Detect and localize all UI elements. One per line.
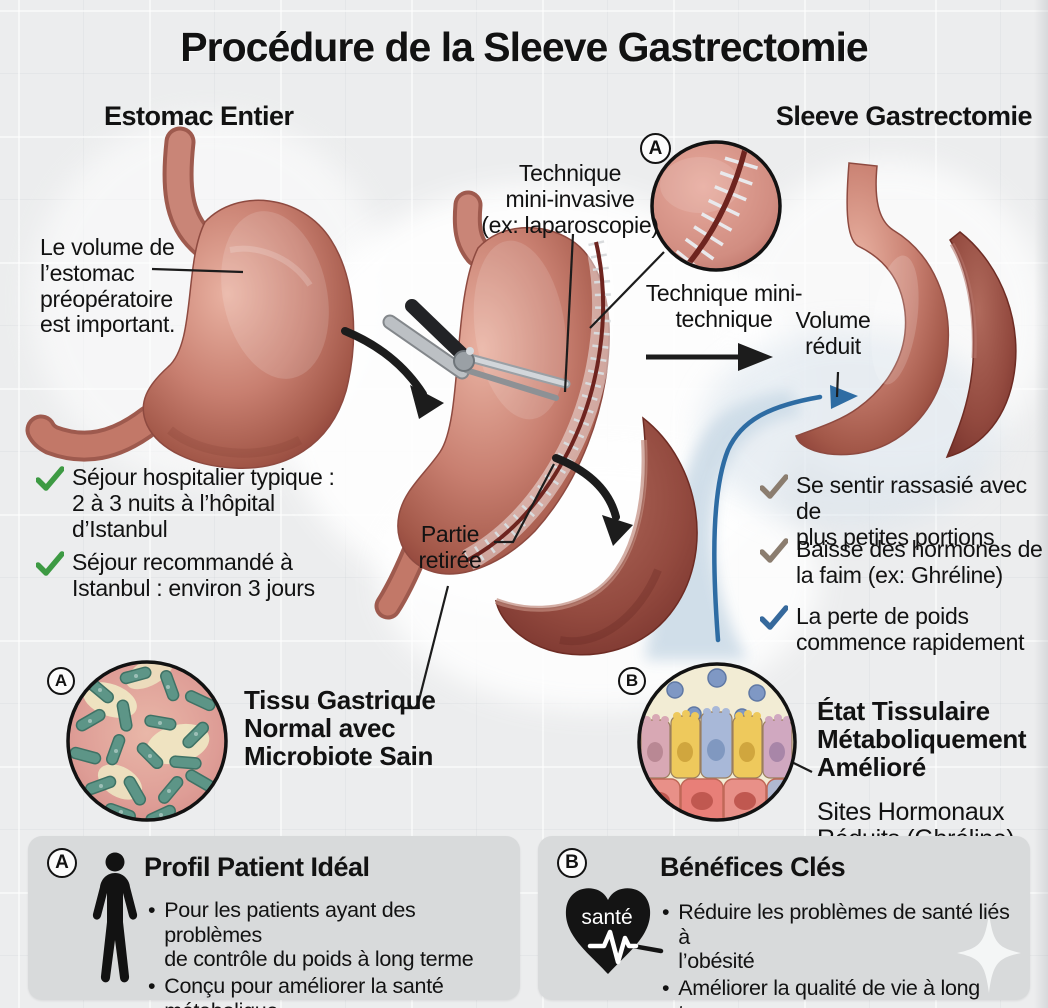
panel-title: Bénéfices Clés <box>660 852 846 882</box>
checklist-text: Séjour recommandé à Istanbul : environ 3… <box>72 549 315 601</box>
arrow-left-to-middle-icon <box>341 327 427 398</box>
marker-a-badge: A <box>640 133 671 164</box>
stapled-stomach-illustration <box>374 190 614 620</box>
surgical-stapler-icon <box>382 299 571 401</box>
marker-b-badge: B <box>618 667 646 695</box>
bullet-text: Conçu pour améliorer la santé métaboliqu… <box>164 974 444 1008</box>
leader-lines <box>151 233 840 773</box>
edge-shade <box>1034 0 1048 1008</box>
list-item: • Pour les patients ayant des problèmes … <box>148 898 514 972</box>
check-icon <box>760 605 788 630</box>
list-item: • Conçu pour améliorer la santé métaboli… <box>148 974 514 1008</box>
marker-b-badge: B <box>557 848 587 878</box>
technique-mini-label: Technique mini- technique <box>645 280 803 332</box>
section-header-whole-stomach: Estomac Entier <box>104 101 294 131</box>
health-heart-icon: santé <box>565 888 664 974</box>
bullet-icon: • <box>148 974 156 999</box>
microbiome-caption: Tissu Gastrique Normal avec Microbiote S… <box>244 685 436 772</box>
list-item: Se sentir rassasié avec de plus petites … <box>760 472 1048 550</box>
volume-reduit-label: Volume réduit <box>795 307 871 359</box>
whole-stomach-illustration <box>25 126 355 469</box>
checklist-text: La perte de poids commence rapidement <box>796 603 1025 655</box>
removed-portion-illustration <box>494 416 698 656</box>
suture-detail-circle <box>650 140 782 272</box>
key-benefits-panel: B santé Bénéfices Clés • Réduire les pro… <box>538 836 1030 1008</box>
check-icon <box>760 474 788 499</box>
microbiome-circle <box>66 660 228 822</box>
ideal-patient-panel: A Profil Patient Idéal • Pour les patien… <box>28 836 520 1008</box>
marker-a-badge: A <box>47 848 77 878</box>
list-item: Séjour recommandé à Istanbul : environ 3… <box>36 549 315 601</box>
section-header-sleeve: Sleeve Gastrectomie <box>775 101 1033 131</box>
flow-arrows <box>341 327 773 546</box>
person-icon <box>92 852 138 983</box>
page-title: Procédure de la Sleeve Gastrectomie <box>180 24 868 70</box>
check-icon <box>36 466 64 491</box>
bullet-text: Pour les patients ayant des problèmes de… <box>164 898 474 972</box>
preop-volume-note: Le volume de l’estomac préopératoire est… <box>40 234 176 338</box>
bullet-icon: • <box>662 976 670 1001</box>
bullet-icon: • <box>662 900 670 924</box>
bullet-text: Améliorer la qualité de vie à long terme <box>678 976 980 1008</box>
check-icon <box>760 538 788 563</box>
partie-retiree-label: Partie retirée <box>418 521 482 573</box>
tissue-cells-circle <box>637 662 797 822</box>
sparkle-icon <box>957 913 1021 993</box>
list-item: La perte de poids commence rapidement <box>760 603 1025 655</box>
technique-invasive-label: Technique mini-invasive (ex: laparoscopi… <box>481 160 659 238</box>
heart-label: santé <box>581 906 632 929</box>
arrow-to-removed-part-icon <box>552 454 620 521</box>
bullet-text: Réduire les problèmes de santé liés à l’… <box>678 900 1010 974</box>
list-item: • Améliorer la qualité de vie à long ter… <box>662 976 1024 1008</box>
panel-title: Profil Patient Idéal <box>144 852 370 882</box>
sleeve-stomach-illustration <box>795 162 1017 459</box>
checklist-text: Baisse des hormones de la faim (ex: Ghré… <box>796 536 1043 588</box>
list-item: Baisse des hormones de la faim (ex: Ghré… <box>760 536 1043 588</box>
list-item: Séjour hospitalier typique : 2 à 3 nuits… <box>36 464 335 542</box>
tissue-caption-bold: État Tissulaire Métaboliquement Amélioré <box>817 696 1027 783</box>
list-item: • Réduire les problèmes de santé liés à … <box>662 900 1024 974</box>
check-icon <box>36 551 64 576</box>
checklist-text: Séjour hospitalier typique : 2 à 3 nuits… <box>72 464 335 542</box>
checklist-text: Se sentir rassasié avec de plus petites … <box>796 472 1027 550</box>
marker-a-badge: A <box>47 667 75 695</box>
bullet-icon: • <box>148 898 156 922</box>
